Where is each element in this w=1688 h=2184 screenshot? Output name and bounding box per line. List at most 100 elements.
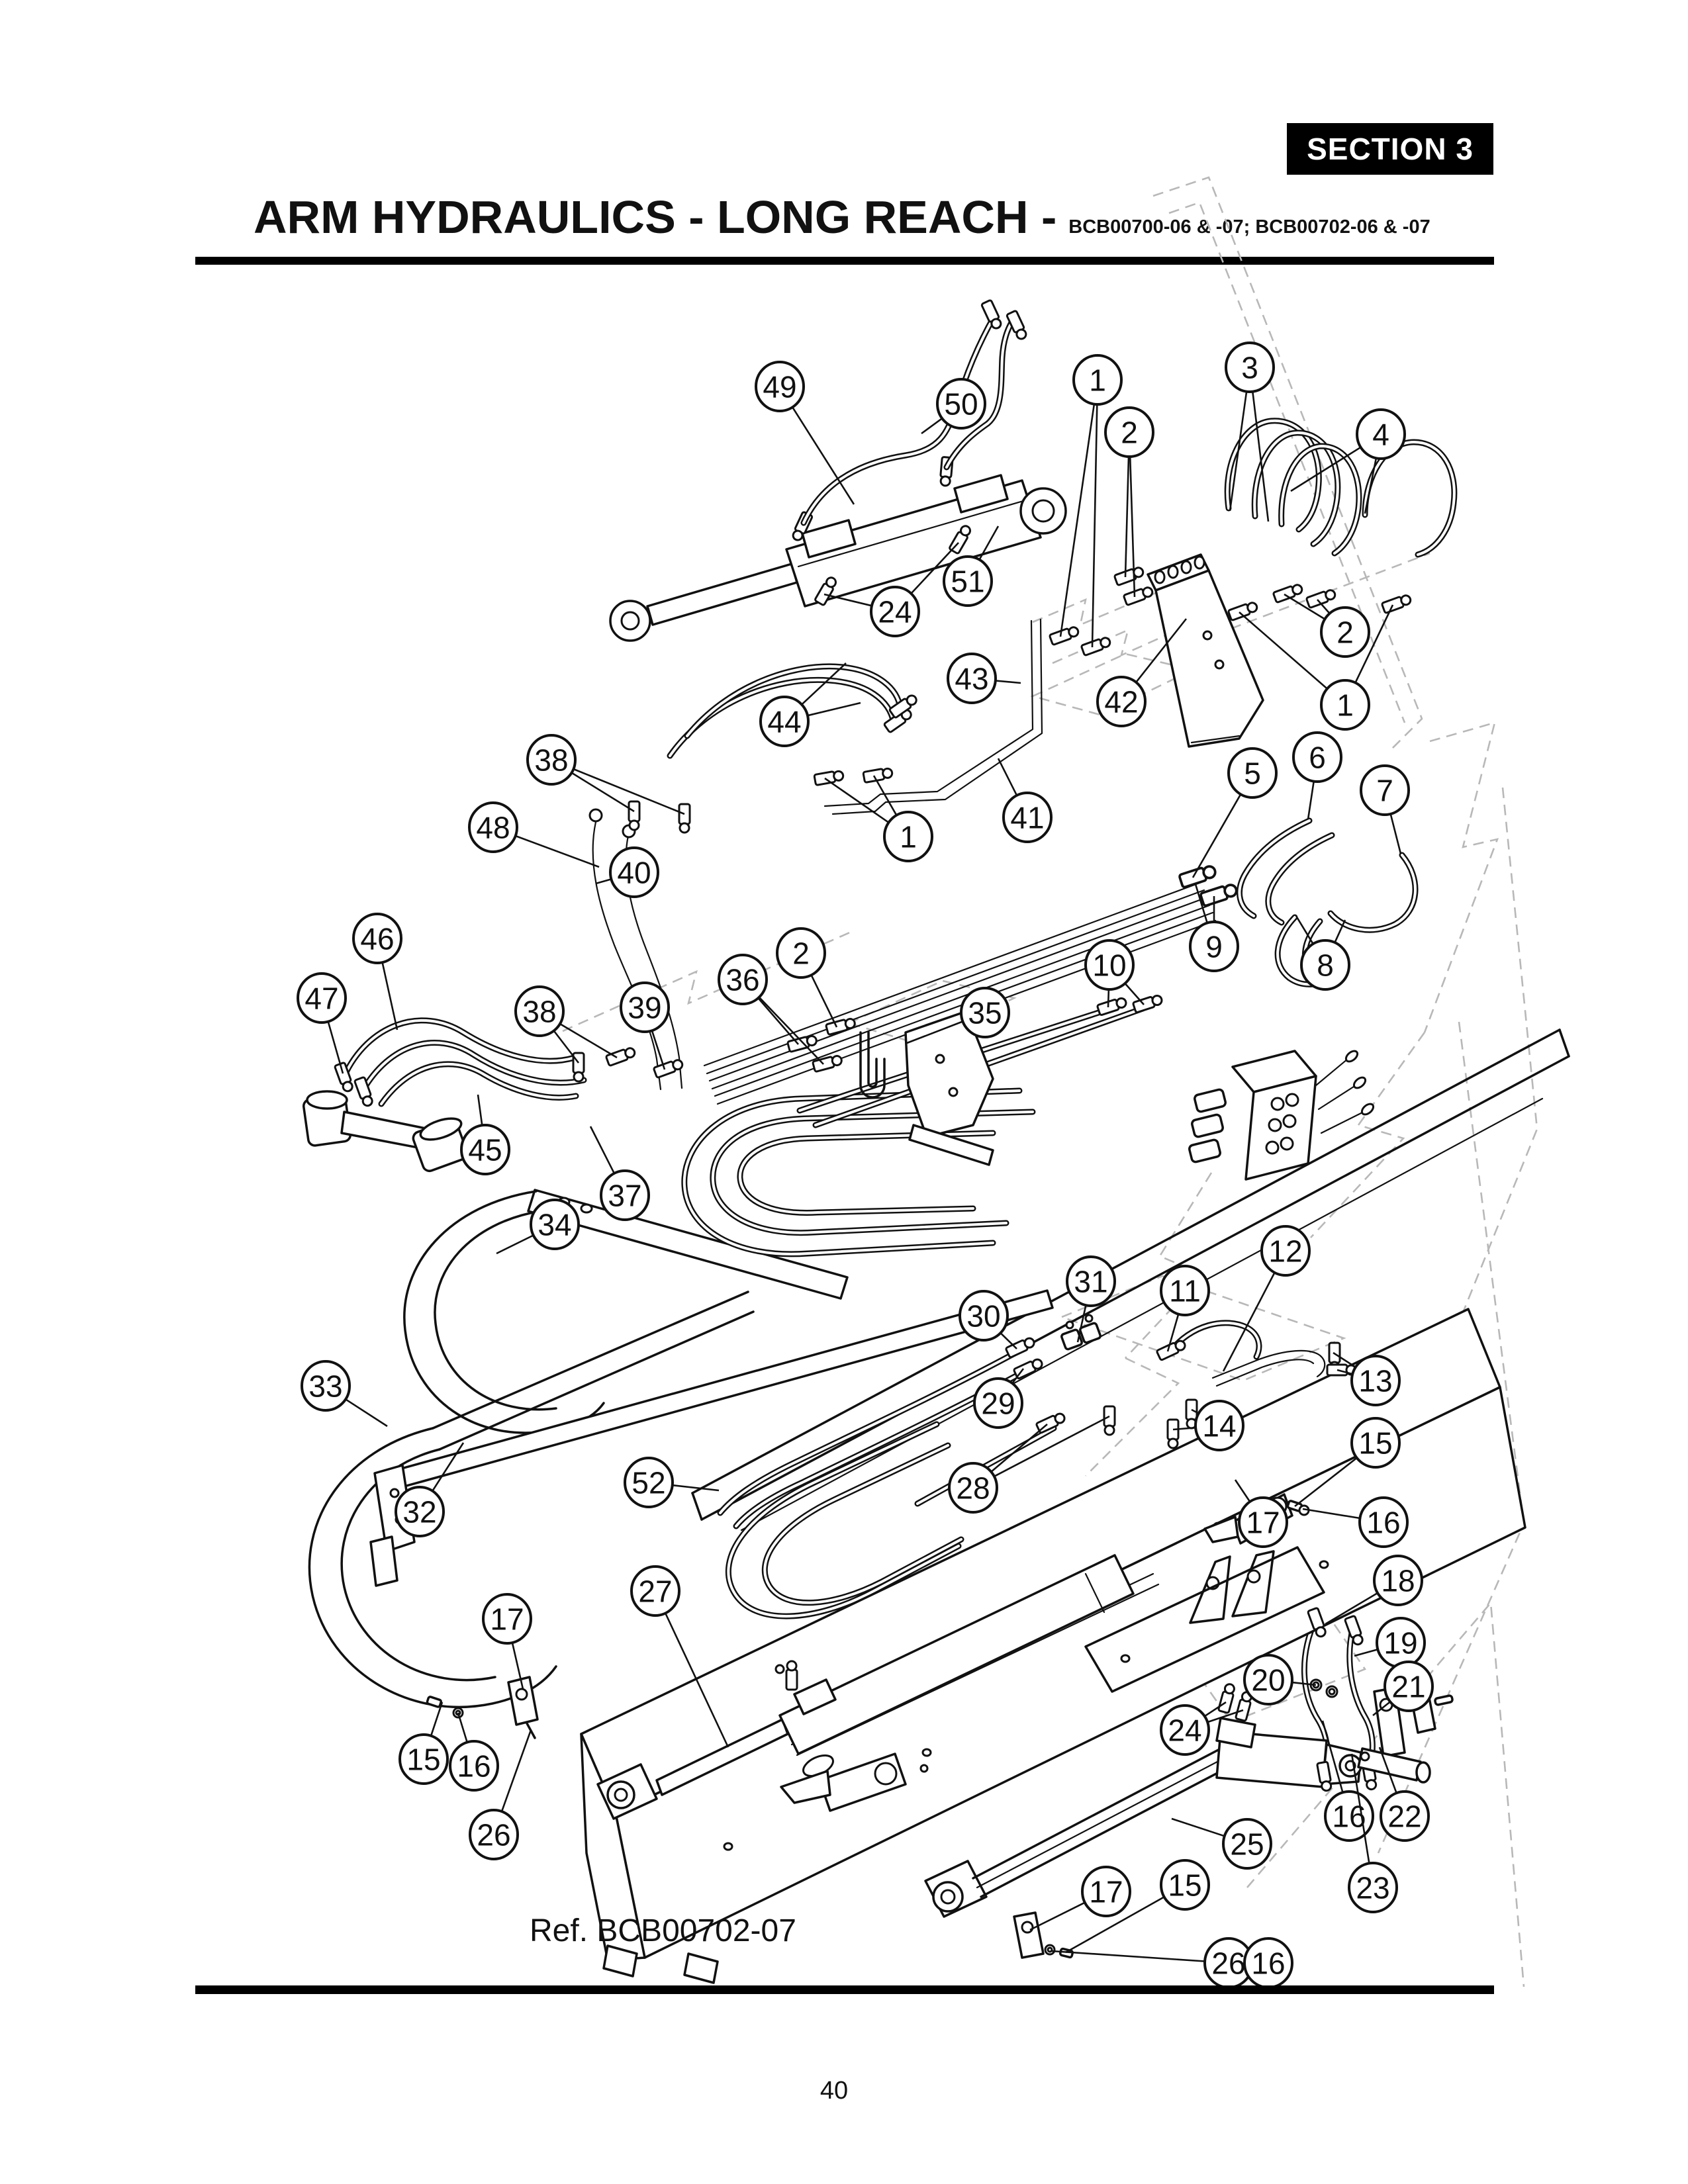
callout-balloon-28: 28 bbox=[948, 1415, 1110, 1514]
svg-text:5: 5 bbox=[1244, 756, 1261, 791]
callout-balloon-1: 1 bbox=[824, 775, 933, 862]
callout-balloon-45: 45 bbox=[460, 1094, 510, 1175]
callout-balloon-43: 43 bbox=[947, 653, 1021, 704]
callout-balloon-33: 33 bbox=[301, 1360, 388, 1428]
svg-text:36: 36 bbox=[726, 963, 759, 997]
callout-balloon-26: 26 bbox=[1051, 1937, 1254, 1989]
footer-rule bbox=[195, 1985, 1494, 1994]
svg-text:1: 1 bbox=[1336, 688, 1354, 723]
section-badge-label: SECTION 3 bbox=[1307, 132, 1474, 166]
cylinder-27 bbox=[596, 1554, 1135, 1820]
callout-balloon-20: 20 bbox=[1243, 1654, 1317, 1706]
callout-balloon-26: 26 bbox=[469, 1729, 532, 1860]
svg-text:29: 29 bbox=[981, 1387, 1015, 1421]
svg-text:24: 24 bbox=[878, 595, 912, 629]
callout-balloon-10: 10 bbox=[1084, 939, 1145, 1008]
callout-balloon-31: 31 bbox=[1066, 1255, 1116, 1343]
svg-text:17: 17 bbox=[1089, 1875, 1123, 1909]
callout-balloon-19: 19 bbox=[1354, 1617, 1426, 1668]
svg-text:37: 37 bbox=[608, 1179, 641, 1213]
callout-balloon-14: 14 bbox=[1172, 1400, 1244, 1451]
svg-text:14: 14 bbox=[1202, 1409, 1236, 1443]
callout-balloon-21: 21 bbox=[1372, 1661, 1434, 1717]
callout-balloon-16: 16 bbox=[1302, 1496, 1409, 1548]
svg-text:23: 23 bbox=[1356, 1871, 1389, 1905]
svg-text:16: 16 bbox=[1366, 1506, 1400, 1540]
svg-text:17: 17 bbox=[490, 1602, 524, 1637]
page-title: ARM HYDRAULICS - LONG REACH - BCB00700-0… bbox=[254, 191, 1430, 244]
callout-balloon-38: 38 bbox=[514, 985, 618, 1064]
callout-balloon-3: 3 bbox=[1225, 341, 1275, 522]
svg-text:42: 42 bbox=[1104, 685, 1138, 719]
svg-text:48: 48 bbox=[476, 811, 510, 845]
callout-balloon-51: 51 bbox=[943, 525, 1000, 607]
svg-text:12: 12 bbox=[1268, 1234, 1302, 1269]
callout-balloon-47: 47 bbox=[297, 972, 347, 1074]
callout-balloon-24: 24 bbox=[823, 542, 959, 637]
svg-text:11: 11 bbox=[1169, 1274, 1201, 1308]
callout-balloon-2: 2 bbox=[1284, 593, 1370, 658]
svg-text:38: 38 bbox=[522, 995, 556, 1029]
svg-text:2: 2 bbox=[792, 936, 810, 971]
callout-balloon-48: 48 bbox=[468, 801, 600, 868]
valve-block bbox=[1188, 1050, 1375, 1181]
hose-loop-upper bbox=[684, 1091, 1033, 1254]
callout-balloon-2: 2 bbox=[776, 927, 838, 1028]
bracket-42 bbox=[1147, 553, 1264, 748]
callout-balloon-13: 13 bbox=[1333, 1351, 1401, 1406]
callout-balloon-24: 24 bbox=[1160, 1701, 1244, 1756]
svg-text:22: 22 bbox=[1387, 1799, 1421, 1834]
svg-text:15: 15 bbox=[1358, 1426, 1392, 1461]
callout-balloon-30: 30 bbox=[959, 1290, 1017, 1349]
svg-text:44: 44 bbox=[767, 705, 801, 739]
page-number: 40 bbox=[820, 2077, 849, 2105]
svg-text:1: 1 bbox=[1089, 363, 1106, 398]
svg-text:10: 10 bbox=[1092, 948, 1126, 983]
svg-text:33: 33 bbox=[308, 1369, 342, 1404]
svg-text:6: 6 bbox=[1309, 741, 1326, 775]
callout-balloon-11: 11 bbox=[1160, 1265, 1210, 1352]
svg-text:46: 46 bbox=[360, 922, 394, 956]
arm-beam bbox=[691, 1028, 1570, 1531]
callout-balloon-32: 32 bbox=[395, 1442, 465, 1537]
callout-balloon-15: 15 bbox=[1294, 1417, 1401, 1508]
svg-text:24: 24 bbox=[1168, 1713, 1201, 1748]
callout-balloon-16: 16 bbox=[449, 1712, 499, 1792]
callout-balloon-49: 49 bbox=[755, 361, 855, 505]
latch-plate-a bbox=[780, 1752, 929, 1812]
callout-balloon-16: 16 bbox=[1243, 1937, 1293, 1989]
link-45 bbox=[302, 1090, 469, 1173]
svg-text:43: 43 bbox=[955, 662, 988, 696]
svg-text:50: 50 bbox=[944, 387, 978, 422]
svg-text:3: 3 bbox=[1241, 351, 1258, 385]
callout-balloon-6: 6 bbox=[1292, 731, 1342, 820]
svg-text:8: 8 bbox=[1317, 948, 1334, 983]
callout-balloon-15: 15 bbox=[1065, 1859, 1210, 1954]
svg-text:1: 1 bbox=[900, 820, 917, 854]
callout-balloon-46: 46 bbox=[352, 913, 402, 1030]
callout-balloon-35: 35 bbox=[906, 987, 1010, 1044]
svg-text:47: 47 bbox=[305, 981, 338, 1016]
svg-text:15: 15 bbox=[1168, 1868, 1201, 1903]
svg-text:52: 52 bbox=[632, 1466, 665, 1500]
callout-balloon-9: 9 bbox=[1189, 884, 1239, 972]
svg-text:25: 25 bbox=[1230, 1827, 1264, 1862]
callout-balloon-37: 37 bbox=[589, 1126, 650, 1221]
svg-text:21: 21 bbox=[1391, 1670, 1425, 1704]
svg-text:4: 4 bbox=[1372, 418, 1389, 452]
svg-text:9: 9 bbox=[1205, 930, 1223, 964]
callout-balloon-25: 25 bbox=[1171, 1817, 1272, 1870]
callout-balloon-2: 2 bbox=[1104, 406, 1154, 598]
svg-text:16: 16 bbox=[1251, 1946, 1285, 1981]
svg-text:17: 17 bbox=[1246, 1506, 1280, 1540]
callout-balloon-16: 16 bbox=[1321, 1720, 1374, 1842]
callout-balloon-17: 17 bbox=[1234, 1479, 1288, 1548]
callout-balloon-17: 17 bbox=[482, 1593, 532, 1690]
clamp-31 bbox=[1060, 1314, 1102, 1351]
svg-text:51: 51 bbox=[951, 565, 984, 599]
callout-balloon-17: 17 bbox=[1029, 1866, 1131, 1931]
svg-text:27: 27 bbox=[638, 1574, 672, 1609]
hoses-3-4 bbox=[1227, 421, 1454, 555]
